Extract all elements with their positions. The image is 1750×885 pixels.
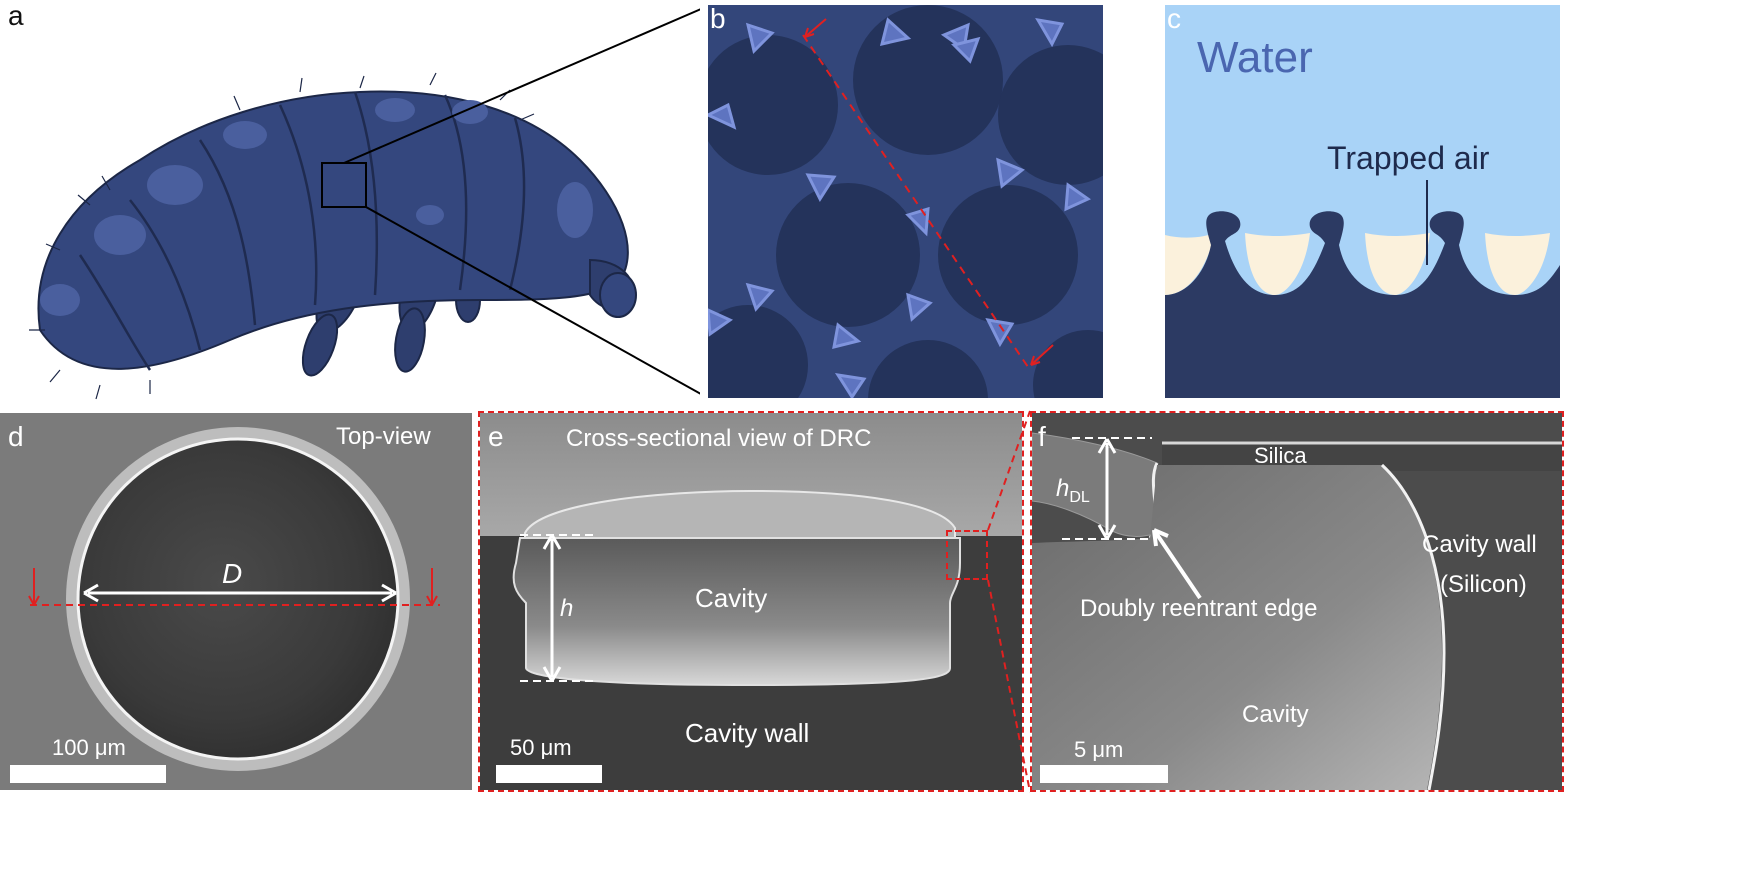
panel-f: f Silica hDL Doubly reentrant edge Cavit… bbox=[1032, 413, 1562, 790]
scale-label-f: 5 μm bbox=[1074, 737, 1124, 762]
panel-e: e Cross-sectional view of DRC h Cavity C… bbox=[480, 413, 1022, 790]
frame-f bbox=[1030, 411, 1564, 792]
cavity-wall-label-f: Cavity wall bbox=[1422, 531, 1537, 558]
panel-label-d: d bbox=[8, 421, 24, 452]
hdl-sub: DL bbox=[1069, 488, 1090, 506]
hdl-main: h bbox=[1056, 475, 1070, 502]
panel-label-b: b bbox=[710, 5, 726, 34]
springtail-illustration bbox=[29, 8, 700, 400]
cavity-label-f: Cavity bbox=[1242, 701, 1309, 728]
cavity-wall-label-e: Cavity wall bbox=[685, 718, 810, 748]
hdl-label: hDL bbox=[1056, 475, 1090, 507]
trapped-air-label: Trapped air bbox=[1327, 140, 1490, 176]
panel-label-a: a bbox=[8, 0, 24, 31]
cavity-label-e: Cavity bbox=[695, 583, 768, 613]
sem-zoom bbox=[1032, 413, 1562, 790]
frame-e bbox=[478, 411, 1024, 792]
height-label: h bbox=[560, 595, 574, 622]
water-label: Water bbox=[1197, 33, 1313, 82]
panel-label-e: e bbox=[488, 421, 504, 452]
scale-bar-e bbox=[496, 765, 602, 783]
panel-a: a bbox=[0, 0, 700, 405]
panel-d: d Top-view D 100 μm bbox=[0, 413, 472, 790]
top-view-label: Top-view bbox=[336, 423, 431, 450]
zoom-region-e bbox=[946, 530, 988, 580]
cross-section-title: Cross-sectional view of DRC bbox=[566, 425, 872, 452]
sem-top-view bbox=[0, 413, 472, 790]
scale-bar-d bbox=[10, 765, 166, 783]
sem-cross-section bbox=[480, 413, 1022, 790]
reentrant-edge-label: Doubly reentrant edge bbox=[1080, 595, 1318, 622]
silicon-label: (Silicon) bbox=[1440, 571, 1527, 598]
panel-label-c: c bbox=[1167, 5, 1181, 34]
panel-label-f: f bbox=[1038, 421, 1046, 452]
trapped-air-schematic bbox=[1165, 5, 1560, 398]
scale-label-d: 100 μm bbox=[52, 735, 126, 760]
diameter-label: D bbox=[222, 558, 243, 589]
scale-label-e: 50 μm bbox=[510, 735, 572, 760]
scale-bar-f bbox=[1040, 765, 1168, 783]
panel-c: c Water Trapped air bbox=[1165, 5, 1560, 398]
panel-b: b bbox=[708, 5, 1103, 398]
silica-label: Silica bbox=[1254, 443, 1307, 468]
surface-pattern bbox=[708, 5, 1103, 398]
